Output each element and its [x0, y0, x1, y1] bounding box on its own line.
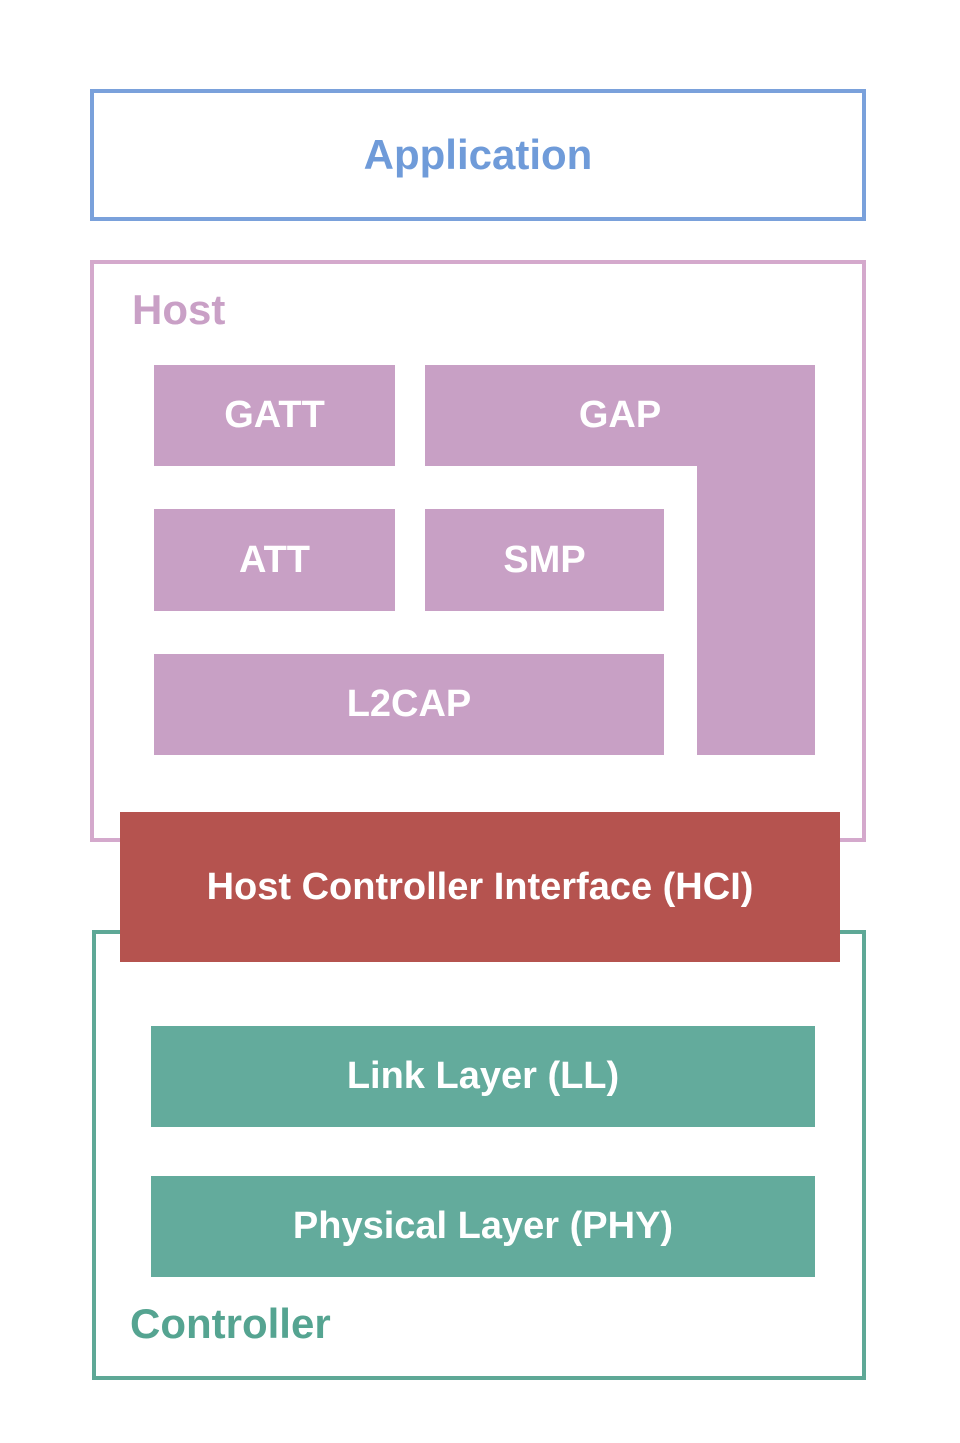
- link-layer-block: Link Layer (LL): [151, 1026, 815, 1127]
- hci-block: Host Controller Interface (HCI): [120, 812, 840, 962]
- application-label: Application: [363, 131, 593, 178]
- controller-box: Link Layer (LL) Physical Layer (PHY) Con…: [92, 930, 866, 1380]
- gap-block: GAP: [425, 365, 815, 466]
- smp-block: SMP: [425, 509, 664, 611]
- att-block: ATT: [154, 509, 395, 611]
- physical-layer-label: Physical Layer (PHY): [292, 1205, 674, 1247]
- host-label: Host: [132, 286, 226, 333]
- smp-label: SMP: [503, 538, 586, 581]
- hci-label: Host Controller Interface (HCI): [206, 865, 754, 908]
- att-label: ATT: [238, 538, 311, 581]
- application-box: Application: [90, 89, 866, 221]
- link-layer-label: Link Layer (LL): [346, 1055, 620, 1097]
- l2cap-label: L2CAP: [346, 683, 472, 725]
- controller-label: Controller: [130, 1300, 331, 1347]
- gatt-block: GATT: [154, 365, 395, 466]
- physical-layer-block: Physical Layer (PHY): [151, 1176, 815, 1277]
- gap-block-vertical-arm: [697, 466, 815, 755]
- host-box: Host GATT GAP ATT SMP L2CAP: [90, 260, 866, 842]
- gatt-label: GATT: [224, 394, 325, 436]
- gap-label: GAP: [578, 394, 662, 436]
- l2cap-block: L2CAP: [154, 654, 664, 755]
